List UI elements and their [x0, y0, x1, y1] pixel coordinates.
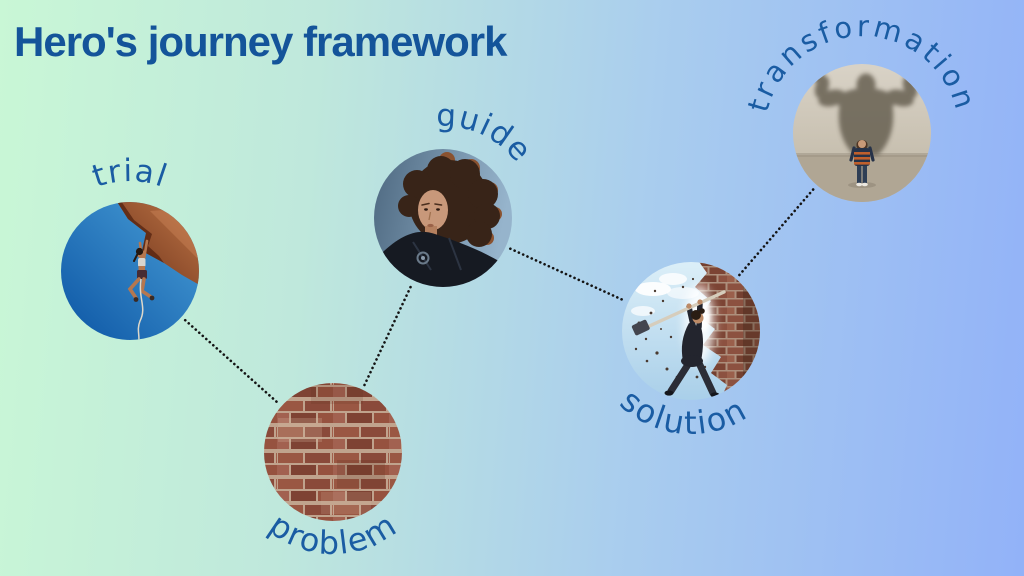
climber-figure [127, 239, 155, 340]
solution-photo [622, 262, 760, 400]
face [418, 190, 448, 239]
connector-guide-solution [508, 247, 626, 302]
problem-photo [264, 383, 402, 521]
small-person [848, 140, 876, 188]
hammer-figure [631, 290, 726, 398]
connector-solution-transformation [738, 187, 815, 277]
trial-label: trial [88, 153, 173, 195]
connector-trial-problem [183, 318, 280, 405]
trial-photo [61, 202, 199, 340]
slide-title: Hero's journey framework [14, 18, 507, 65]
connector-problem-guide [363, 283, 413, 387]
transformation-photo [793, 64, 931, 202]
guide-photo [374, 149, 512, 287]
